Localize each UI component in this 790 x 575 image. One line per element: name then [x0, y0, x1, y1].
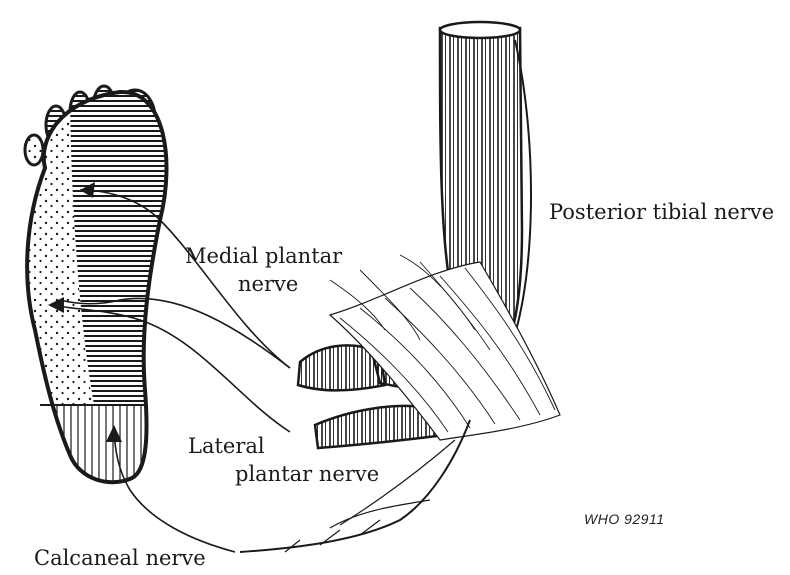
- label-posterior-tibial-nerve: Posterior tibial nerve: [549, 200, 774, 225]
- label-medial-plantar-line1: Medial plantar: [185, 244, 342, 269]
- label-calcaneal-nerve: Calcaneal nerve: [34, 546, 206, 571]
- foot-sole: [0, 80, 200, 505]
- label-medial-plantar-line2: nerve: [238, 272, 298, 297]
- label-lateral-plantar-line1: Lateral: [188, 434, 265, 459]
- figure-code: WHO 92911: [584, 511, 665, 527]
- label-lateral-plantar-line2: plantar nerve: [235, 462, 379, 487]
- toe-5: [25, 135, 43, 165]
